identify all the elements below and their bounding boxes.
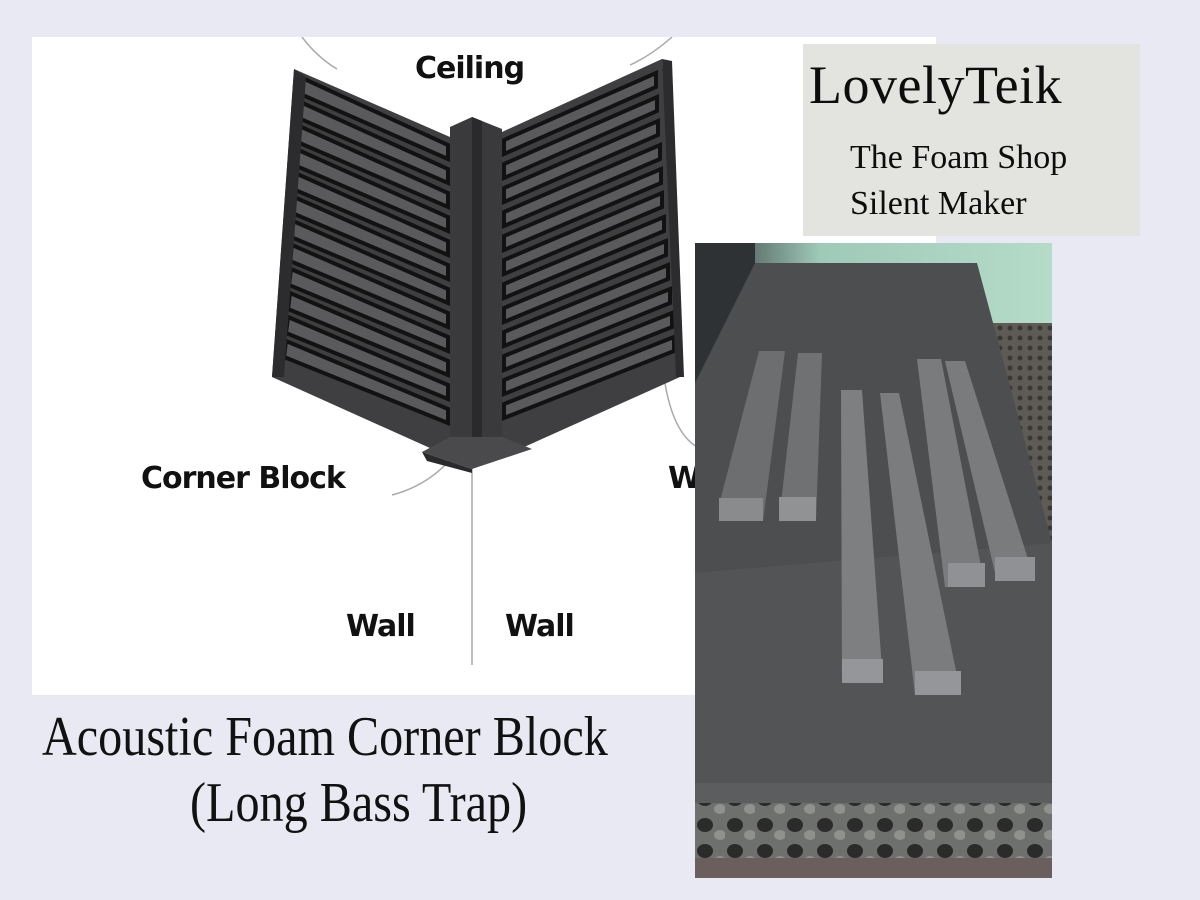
label-wall-right: Wall: [505, 609, 575, 644]
brand-tagline-2: Silent Maker: [850, 185, 1027, 222]
brand-name: LovelyTeik: [809, 55, 1063, 115]
caption-title: Acoustic Foam Corner Block: [42, 706, 608, 768]
label-corner-block: Corner Block: [141, 461, 346, 496]
caption-subtitle: (Long Bass Trap): [190, 772, 528, 834]
acoustic-panel-illustration: [272, 37, 698, 665]
label-ceiling: Ceiling: [415, 51, 525, 86]
brand-box: LovelyTeik The Foam Shop Silent Maker: [803, 44, 1140, 236]
product-photo: [695, 243, 1052, 878]
label-wall-left: Wall: [346, 609, 416, 644]
foam-bars-photo: [695, 243, 1052, 878]
brand-tagline-1: The Foam Shop: [850, 139, 1068, 176]
